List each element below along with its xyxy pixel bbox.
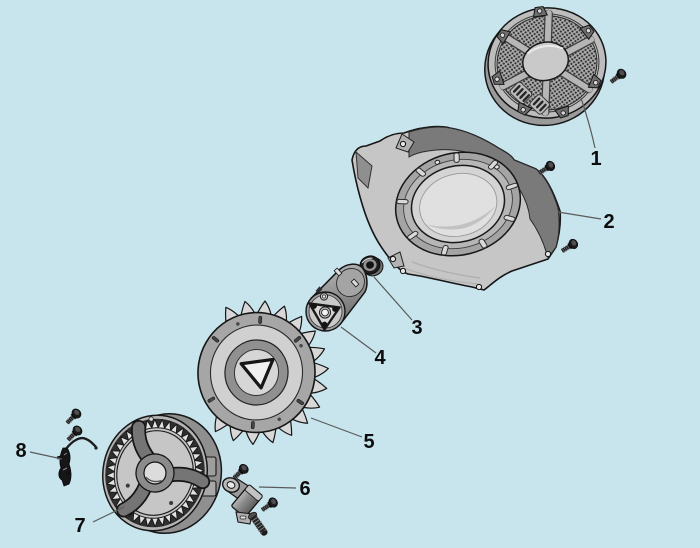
callout-4: 4	[374, 347, 386, 369]
part-ring-gear-rotor	[101, 413, 223, 535]
leader-line-2	[557, 211, 602, 220]
part-flange-nut	[359, 255, 384, 277]
leader-line-6	[258, 486, 297, 489]
part-pawl-bracket	[221, 461, 280, 536]
callout-labels: 1 2 3 4 5 6 7 8	[15, 148, 614, 537]
callout-6: 6	[299, 478, 310, 500]
leader-line-4	[340, 326, 377, 354]
callout-7: 7	[74, 515, 85, 537]
leader-line-5	[310, 417, 363, 438]
part-fan-cover	[484, 5, 607, 127]
callout-2: 2	[603, 211, 614, 233]
leader-line-1	[580, 97, 596, 149]
leader-line-8	[29, 451, 63, 460]
part-blower-housing	[351, 125, 581, 291]
callout-1: 1	[590, 148, 601, 170]
callout-5: 5	[363, 431, 374, 453]
leader-line-3	[373, 276, 413, 321]
callout-8: 8	[15, 440, 26, 462]
part-starter-cup	[305, 263, 368, 332]
leader-lines	[29, 97, 602, 523]
leader-line-7	[92, 506, 125, 523]
callout-3: 3	[411, 317, 422, 339]
part-flywheel-fan	[197, 299, 330, 446]
